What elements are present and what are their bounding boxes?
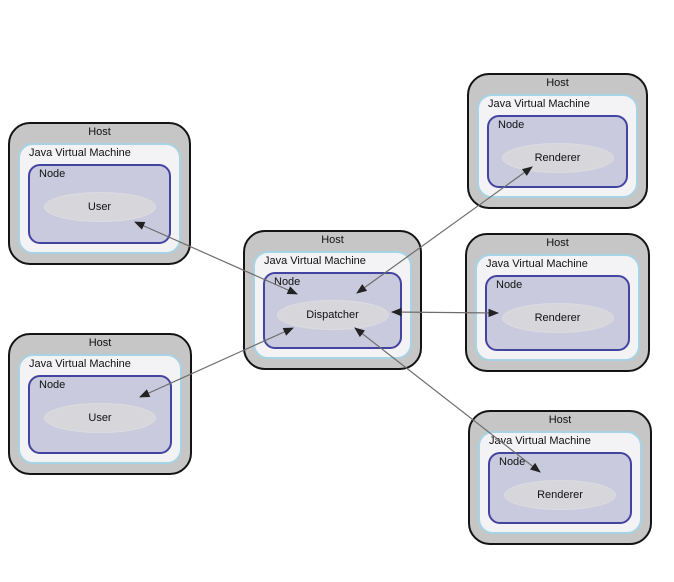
entity-ellipse-dispatcher: Dispatcher [276,300,389,330]
node-label: Node [496,279,523,291]
node-box: Node User [28,164,171,244]
jvm-label: Java Virtual Machine [29,147,131,159]
jvm-box: Java Virtual Machine Node Renderer [475,254,640,361]
host-box-user-top: Host Java Virtual Machine Node User [8,122,191,265]
host-label: Host [546,237,569,249]
node-label: Node [39,379,66,391]
jvm-box: Java Virtual Machine Node Renderer [477,94,638,198]
host-box-renderer-mid: Host Java Virtual Machine Node Renderer [465,233,650,372]
jvm-label: Java Virtual Machine [489,435,591,447]
node-label: Node [499,456,526,468]
jvm-label: Java Virtual Machine [488,98,590,110]
host-label: Host [88,337,112,349]
jvm-label: Java Virtual Machine [486,258,588,270]
node-label: Node [39,168,66,180]
entity-ellipse-renderer-bottom: Renderer [504,480,616,510]
node-label: Node [498,119,525,131]
entity-ellipse-user-bottom: User [44,403,156,433]
node-box: Node Dispatcher [263,272,402,349]
jvm-box: Java Virtual Machine Node User [18,354,182,464]
jvm-label: Java Virtual Machine [264,255,366,267]
host-box-dispatcher: Host Java Virtual Machine Node Dispatche… [243,230,422,370]
host-box-renderer-bottom: Host Java Virtual Machine Node Renderer [468,410,652,545]
host-label: Host [548,414,572,426]
node-label: Node [274,276,301,288]
host-label: Host [546,77,569,89]
host-label: Host [321,234,344,246]
node-box: Node Renderer [487,115,628,188]
host-label: Host [88,126,111,138]
jvm-box: Java Virtual Machine Node User [18,143,181,254]
host-box-user-bottom: Host Java Virtual Machine Node User [8,333,192,475]
entity-ellipse-renderer-top: Renderer [501,143,614,173]
node-box: Node Renderer [485,275,630,351]
jvm-box: Java Virtual Machine Node Dispatcher [253,251,412,359]
jvm-label: Java Virtual Machine [29,358,131,370]
entity-ellipse-renderer-mid: Renderer [501,303,614,333]
host-box-renderer-top: Host Java Virtual Machine Node Renderer [467,73,648,209]
node-box: Node User [28,375,172,454]
entity-ellipse-user-top: User [43,192,156,222]
node-box: Node Renderer [488,452,632,524]
jvm-box: Java Virtual Machine Node Renderer [478,431,642,534]
